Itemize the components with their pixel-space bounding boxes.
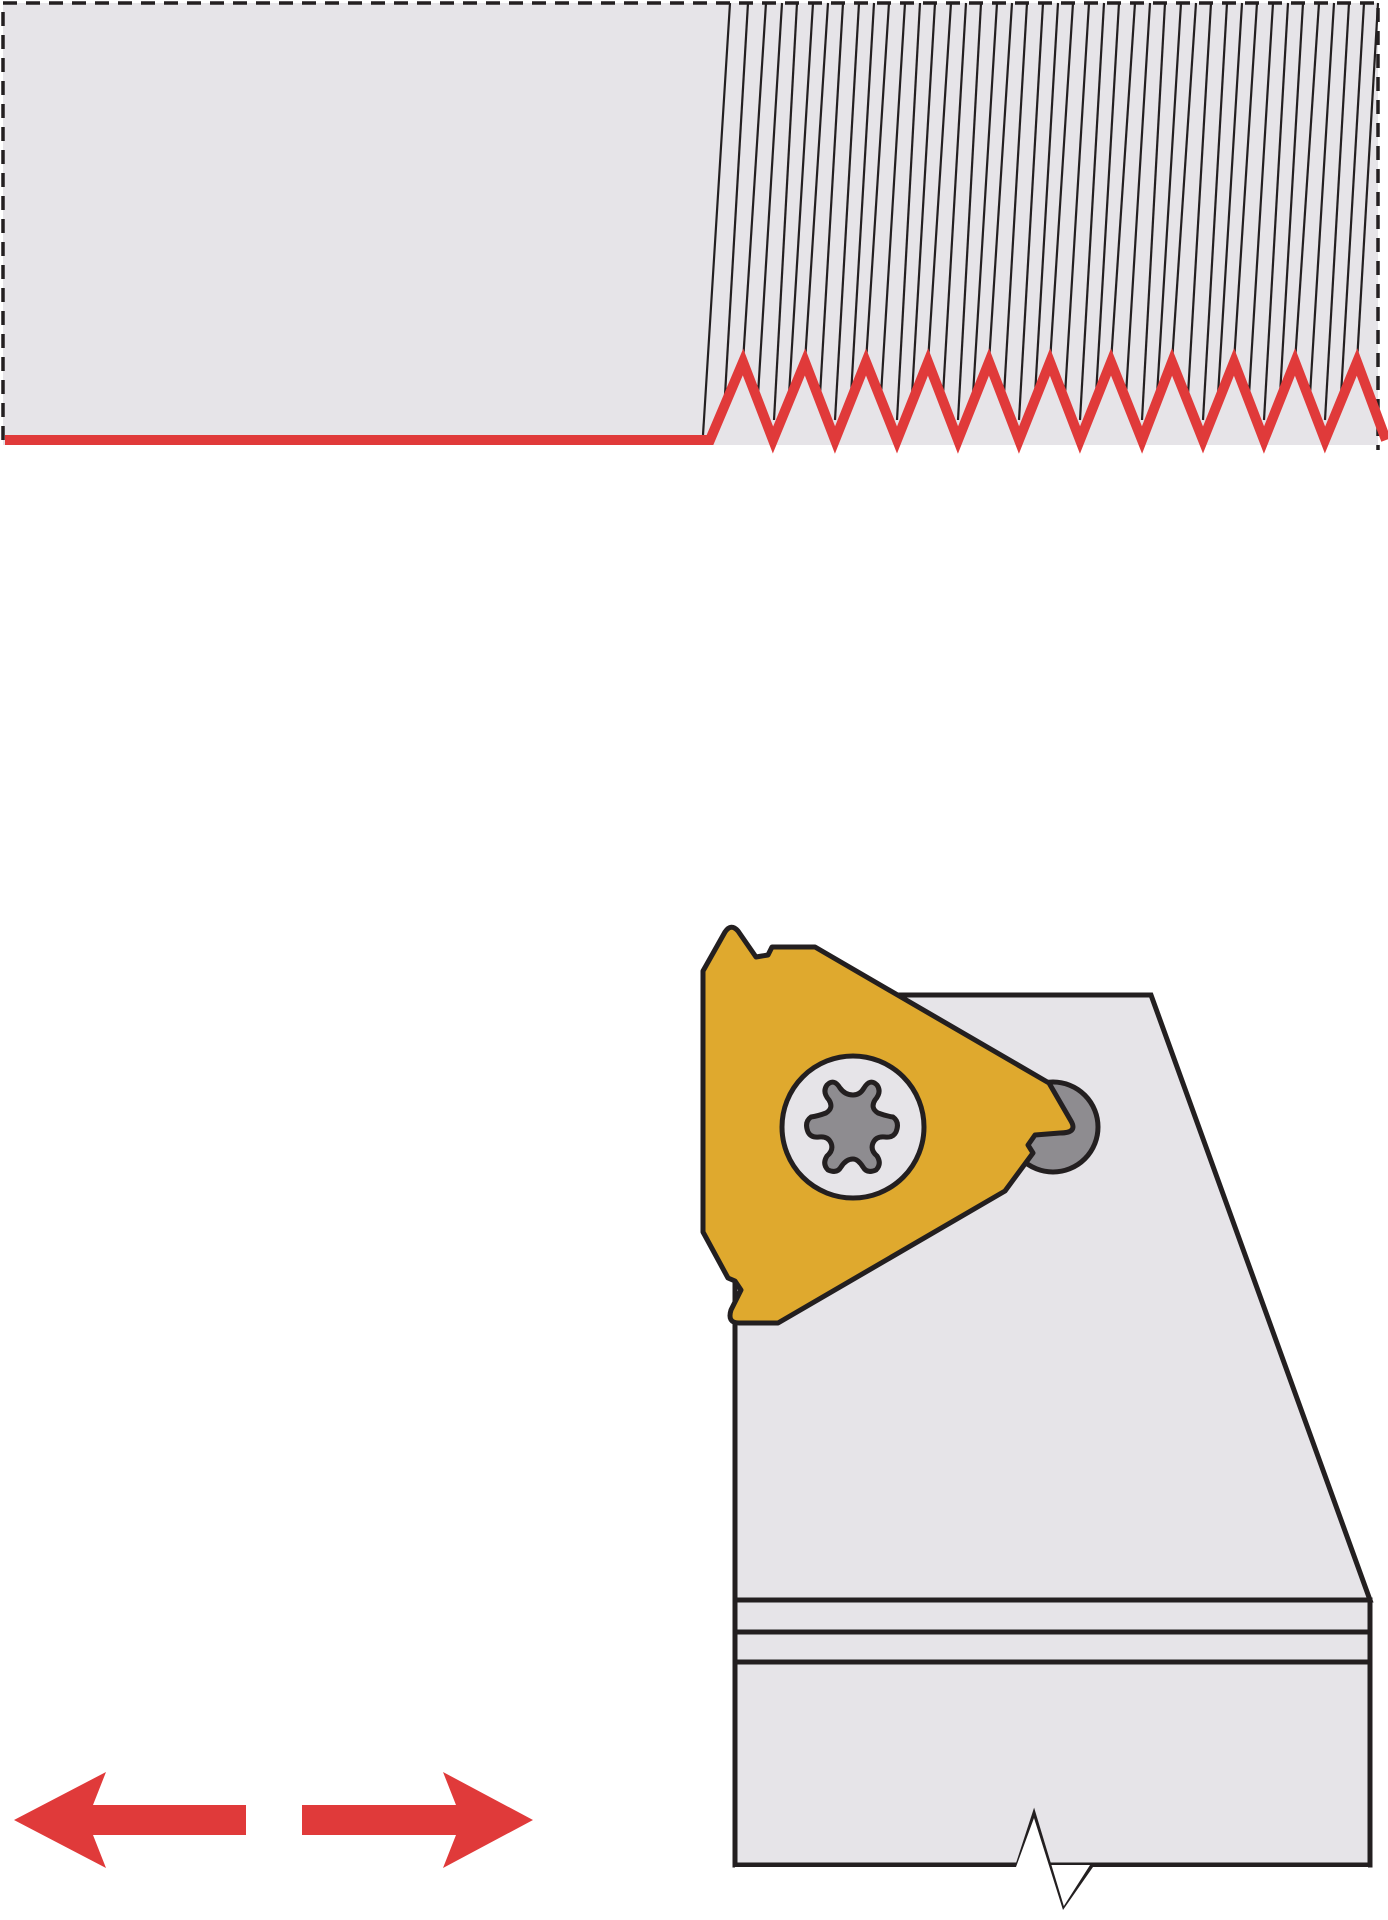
right-arrow-icon (302, 1772, 533, 1868)
workpiece-body (3, 3, 1378, 445)
holder-shank (732, 1597, 1373, 1868)
left-arrow-icon (14, 1772, 246, 1868)
feed-direction-arrows (14, 1772, 533, 1868)
thread-helix-lines (701, 2, 1380, 436)
workpiece-dashed-outline (1, 1, 1380, 450)
workpiece (1, 1, 1388, 454)
thread-profile (5, 348, 1388, 454)
torx-screw-icon (804, 1079, 900, 1174)
holder-break-fill (735, 1818, 1368, 1920)
threading-insert (700, 924, 1076, 1326)
